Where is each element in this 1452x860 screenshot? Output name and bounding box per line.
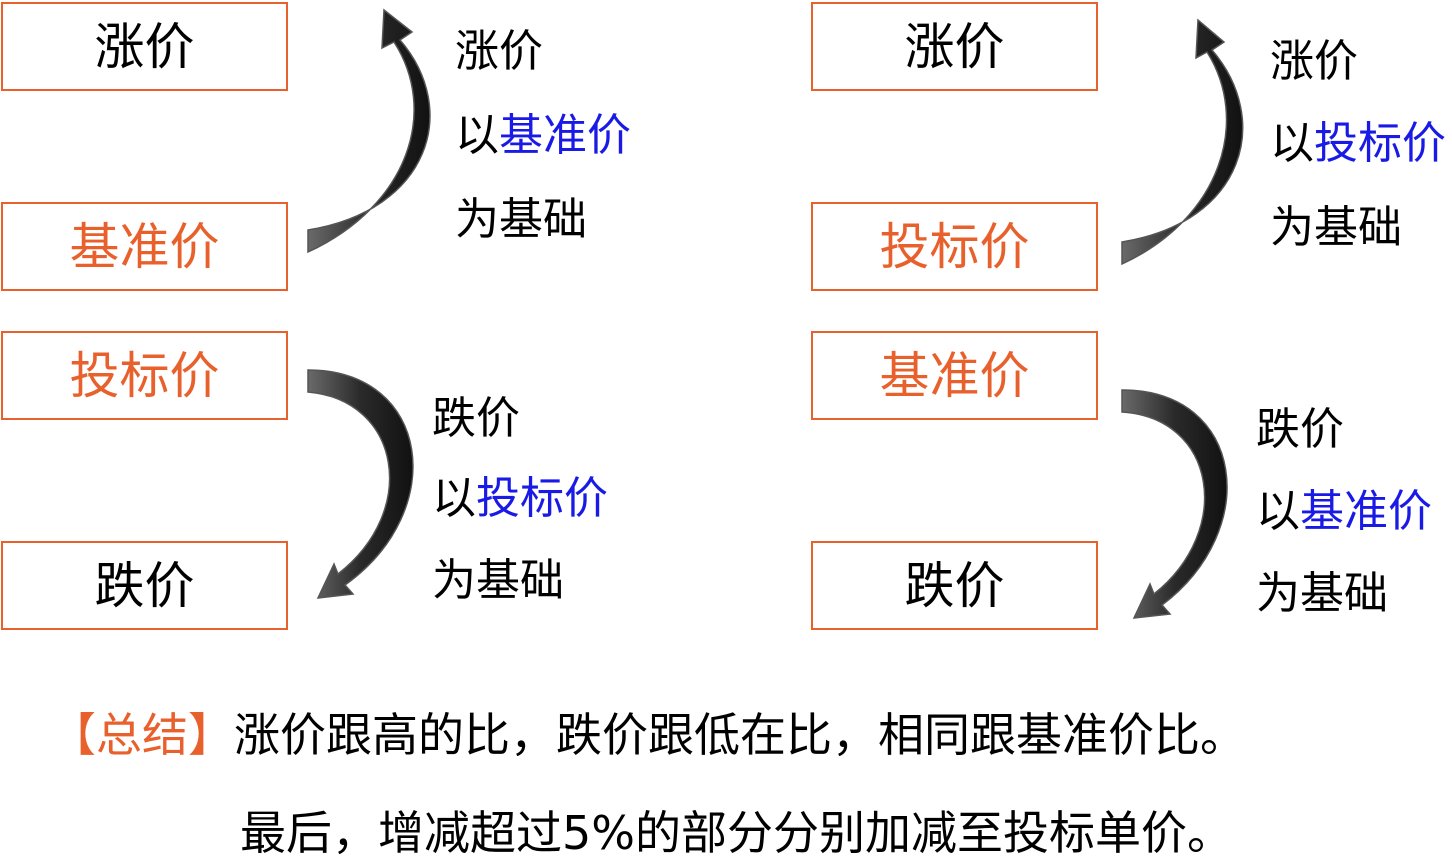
box-label: 涨价 bbox=[94, 17, 195, 76]
summary-tag: 【总结】 bbox=[50, 708, 234, 762]
box-label: 涨价 bbox=[904, 17, 1005, 76]
left-rise-box: 涨价 bbox=[1, 2, 288, 91]
box-label: 跌价 bbox=[94, 556, 195, 615]
annotation-line: 为基础 bbox=[432, 555, 564, 606]
annotation-line: 为基础 bbox=[455, 194, 587, 245]
left-base-price-box: 基准价 bbox=[1, 202, 288, 291]
right-base-price-box: 基准价 bbox=[811, 331, 1098, 420]
box-label: 投标价 bbox=[879, 217, 1030, 276]
summary-text: 涨价跟高的比，跌价跟低在比，相同跟基准价比。 bbox=[234, 708, 1246, 762]
box-label: 基准价 bbox=[879, 346, 1030, 405]
summary-line-1: 【总结】涨价跟高的比，跌价跟低在比，相同跟基准价比。 bbox=[50, 712, 1246, 758]
box-label: 跌价 bbox=[904, 556, 1005, 615]
annotation-line: 以投标价 bbox=[1270, 118, 1446, 169]
highlight-text: 基准价 bbox=[499, 110, 631, 161]
down-arrow-icon bbox=[307, 369, 414, 599]
left-bid-price-box: 投标价 bbox=[1, 331, 288, 420]
right-fall-box: 跌价 bbox=[811, 541, 1098, 630]
annotation-line: 以基准价 bbox=[1256, 486, 1432, 537]
annotation-line: 涨价 bbox=[455, 26, 543, 77]
right-bid-price-box: 投标价 bbox=[811, 202, 1098, 291]
highlight-text: 基准价 bbox=[1300, 486, 1432, 537]
summary-line-2: 最后，增减超过5%的部分分别加减至投标单价。 bbox=[240, 806, 1233, 860]
down-arrow-icon bbox=[1121, 389, 1228, 619]
annotation-line: 为基础 bbox=[1270, 202, 1402, 253]
highlight-text: 投标价 bbox=[476, 473, 608, 524]
annotation-line: 跌价 bbox=[1256, 404, 1344, 455]
annotation-line: 跌价 bbox=[432, 393, 520, 444]
highlight-text: 投标价 bbox=[1314, 118, 1446, 169]
annotation-line: 为基础 bbox=[1256, 568, 1388, 619]
left-fall-box: 跌价 bbox=[1, 541, 288, 630]
box-label: 基准价 bbox=[69, 217, 220, 276]
annotation-line: 涨价 bbox=[1270, 36, 1358, 87]
box-label: 投标价 bbox=[69, 346, 220, 405]
right-rise-box: 涨价 bbox=[811, 2, 1098, 91]
annotation-line: 以投标价 bbox=[432, 473, 608, 524]
annotation-line: 以基准价 bbox=[455, 110, 631, 161]
up-arrow-icon bbox=[1121, 18, 1244, 266]
up-arrow-icon bbox=[307, 8, 431, 254]
